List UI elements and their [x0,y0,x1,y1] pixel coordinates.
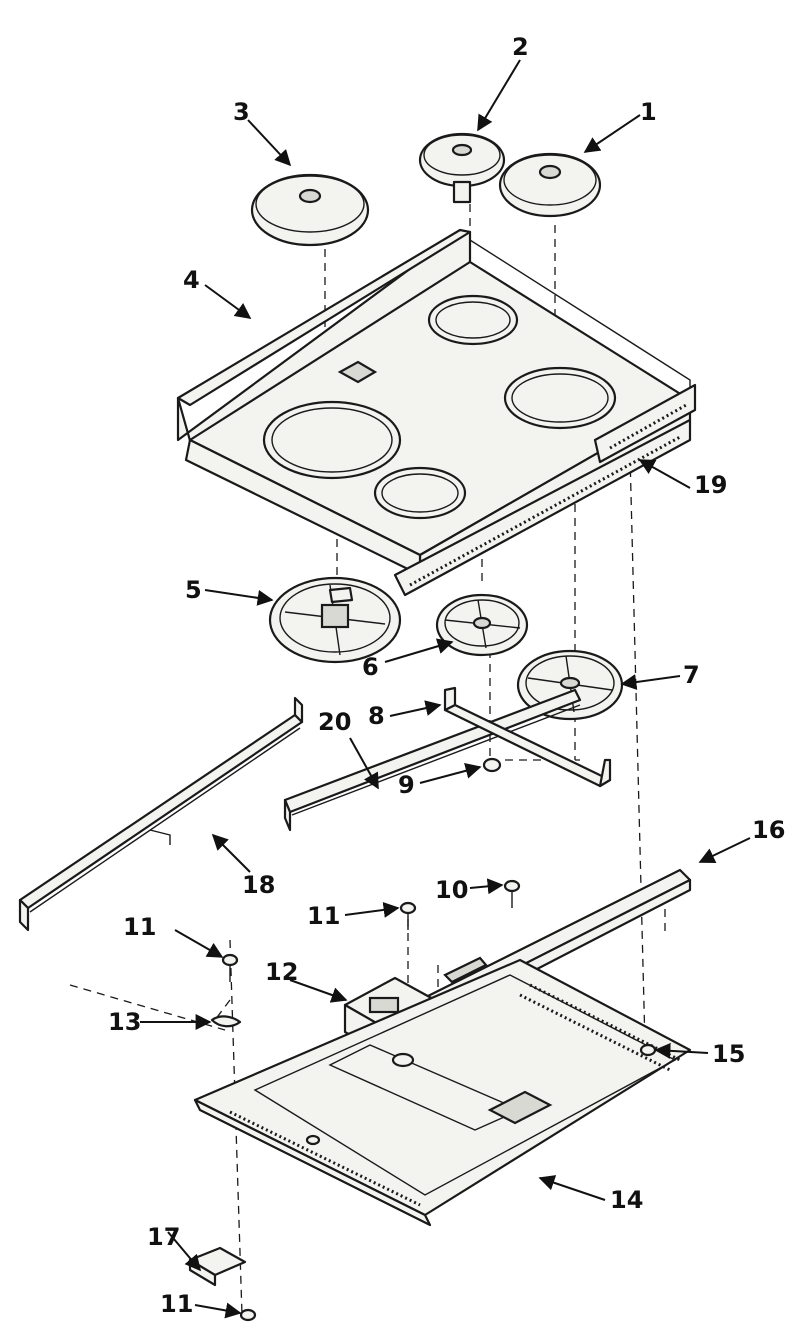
part-10-screw [503,879,521,908]
callout-14: 14 [610,1186,643,1214]
part-18-side-rail [18,696,304,932]
callout-labels: 1 2 3 4 5 6 7 8 9 10 11 11 11 12 13 14 1… [108,33,785,1318]
callout-20: 20 [318,708,351,736]
callout-6: 6 [362,653,379,681]
part-5-element-pan [268,576,402,664]
leader-arrows [140,59,751,1319]
callout-17: 17 [147,1223,180,1251]
part-14-bottom-panel [193,958,692,1227]
callout-16: 16 [752,816,785,844]
callout-18: 18 [242,871,275,899]
part-4-cooktop [176,228,697,597]
part-8-cross-bracket [443,686,612,788]
part-11-screw-upper [399,901,417,930]
callout-1: 1 [640,98,657,126]
callout-4: 4 [183,266,200,294]
callout-13: 13 [108,1008,141,1036]
part-11-screw-lower [239,1308,257,1322]
callout-11-upper: 11 [307,902,340,930]
callout-11-left: 11 [123,913,156,941]
part-1-surface-element [498,152,602,218]
part-9-nut [482,757,502,773]
part-6-element-pan [435,593,529,657]
callout-11-lower: 11 [160,1290,193,1318]
part-2-surface-element [418,132,506,204]
callout-5: 5 [185,576,202,604]
part-13-clip [210,1015,242,1028]
callout-3: 3 [233,98,250,126]
callout-12: 12 [265,958,298,986]
callout-7: 7 [683,661,700,689]
callout-8: 8 [368,702,385,730]
callout-15: 15 [712,1040,745,1068]
part-11-screw-left [221,953,239,982]
callout-2: 2 [512,33,529,61]
part-3-surface-element [250,173,370,247]
part-15-screw [639,1043,657,1057]
callout-9: 9 [398,771,415,799]
callout-10: 10 [435,876,468,904]
callout-19: 19 [694,471,727,499]
